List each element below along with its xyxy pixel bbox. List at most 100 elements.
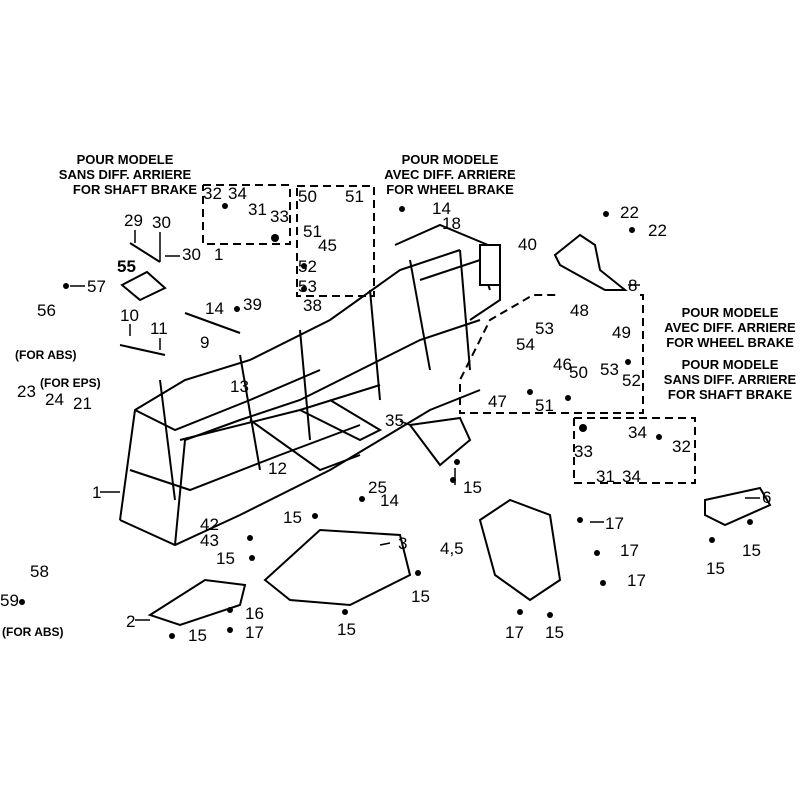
wheel-brake-note-top: POUR MODELE AVEC DIFF. ARRIERE FOR WHEEL…	[375, 152, 525, 197]
callout: 22	[648, 221, 667, 240]
callout: 2	[126, 612, 136, 631]
callout: 32	[203, 184, 222, 203]
callout: 8	[628, 276, 638, 295]
callout: 18	[442, 214, 461, 233]
callout: 33	[574, 442, 593, 461]
callout: 40	[518, 235, 537, 254]
callout: 17	[245, 623, 264, 642]
note-line: FOR SHAFT BRAKE	[72, 182, 198, 197]
callout: 49	[612, 323, 631, 342]
callout: 12	[268, 459, 287, 478]
callout: 55	[117, 257, 136, 276]
eps-note: (FOR EPS)	[40, 376, 101, 390]
callout: 54	[516, 335, 535, 354]
callout: 22	[620, 203, 639, 222]
note-line: FOR SHAFT BRAKE	[667, 387, 793, 402]
callout: 15	[463, 478, 482, 497]
note-line: SANS DIFF. ARRIERE	[58, 167, 192, 182]
shaft-brake-note-right: POUR MODELE SANS DIFF. ARRIERE FOR SHAFT…	[655, 357, 800, 402]
callout: 59	[0, 591, 19, 610]
callout: 29	[124, 211, 143, 230]
note-line: POUR MODELE	[681, 305, 779, 320]
callout: 23	[17, 382, 36, 401]
note-line: AVEC DIFF. ARRIERE	[664, 320, 796, 335]
leader-lines	[70, 230, 760, 621]
callout: 48	[570, 301, 589, 320]
callout: 30	[182, 245, 201, 264]
callout: 24	[45, 390, 64, 409]
skid-plates	[120, 270, 772, 627]
callout: 56	[37, 301, 56, 320]
callout: 50	[569, 363, 588, 382]
note-line: AVEC DIFF. ARRIERE	[384, 167, 516, 182]
callout: 31	[248, 200, 267, 219]
callout: 51	[303, 222, 322, 241]
callout: 34	[228, 184, 247, 203]
abs-note: (FOR ABS)	[2, 625, 64, 639]
callout: 57	[87, 277, 106, 296]
callout: 13	[230, 377, 249, 396]
callout: 9	[200, 333, 210, 352]
rods	[119, 242, 241, 356]
callout: 21	[73, 394, 92, 413]
callout: 52	[298, 257, 317, 276]
callout: 17	[627, 571, 646, 590]
callout: 15	[706, 559, 725, 578]
callout: 43	[200, 531, 219, 550]
callout: 15	[216, 549, 235, 568]
note-line: SANS DIFF. ARRIERE	[663, 372, 797, 387]
callout: 35	[385, 411, 404, 430]
note-line: POUR MODELE	[401, 152, 499, 167]
note-line: POUR MODELE	[681, 357, 779, 372]
callout: 38	[303, 296, 322, 315]
callout: 4,5	[440, 539, 464, 558]
callout: 6	[762, 488, 772, 507]
callout: 16	[245, 604, 264, 623]
option-boxes	[202, 184, 696, 484]
callout: 17	[505, 623, 524, 642]
callout: 39	[243, 295, 262, 314]
callout: 15	[283, 508, 302, 527]
callout: 53	[298, 277, 317, 296]
callout: 1	[214, 245, 224, 264]
note-line: POUR MODELE	[76, 152, 174, 167]
callout: 17	[605, 514, 624, 533]
callout: 1	[92, 483, 102, 502]
abs-note: (FOR ABS)	[15, 348, 77, 362]
callout: 17	[620, 541, 639, 560]
callout: 42	[200, 515, 219, 534]
callout: 15	[411, 587, 430, 606]
callout: 15	[545, 623, 564, 642]
callout: 3	[398, 534, 408, 553]
callout: 53	[600, 360, 619, 379]
shaft-brake-note-left: POUR MODELE SANS DIFF. ARRIERE FOR SHAFT…	[40, 152, 210, 197]
callout: 47	[488, 392, 507, 411]
callout: 51	[535, 396, 554, 415]
callout: 15	[742, 541, 761, 560]
callout: 52	[622, 371, 641, 390]
bracket-8	[553, 233, 628, 291]
callout: 33	[270, 207, 289, 226]
callout: 45	[318, 236, 337, 255]
callout: 46	[553, 355, 572, 374]
callout: 14	[432, 199, 451, 218]
note-line: FOR WHEEL BRAKE	[386, 182, 514, 197]
callout: 11	[150, 319, 168, 338]
callout: 14	[205, 299, 224, 318]
callout: 51	[345, 187, 364, 206]
note-line: FOR WHEEL BRAKE	[666, 335, 794, 350]
callout: 15	[337, 620, 356, 639]
callout: 34	[628, 423, 647, 442]
callout: 58	[30, 562, 49, 581]
callout: 32	[672, 437, 691, 456]
callout: 31	[596, 467, 615, 486]
callout: 34	[622, 467, 641, 486]
callout: 14	[380, 491, 399, 510]
wheel-brake-note-right: POUR MODELE AVEC DIFF. ARRIERE FOR WHEEL…	[655, 305, 800, 350]
callout: 50	[298, 187, 317, 206]
callout: 30	[152, 213, 171, 232]
callout: 53	[535, 319, 554, 338]
fasteners	[19, 203, 753, 639]
